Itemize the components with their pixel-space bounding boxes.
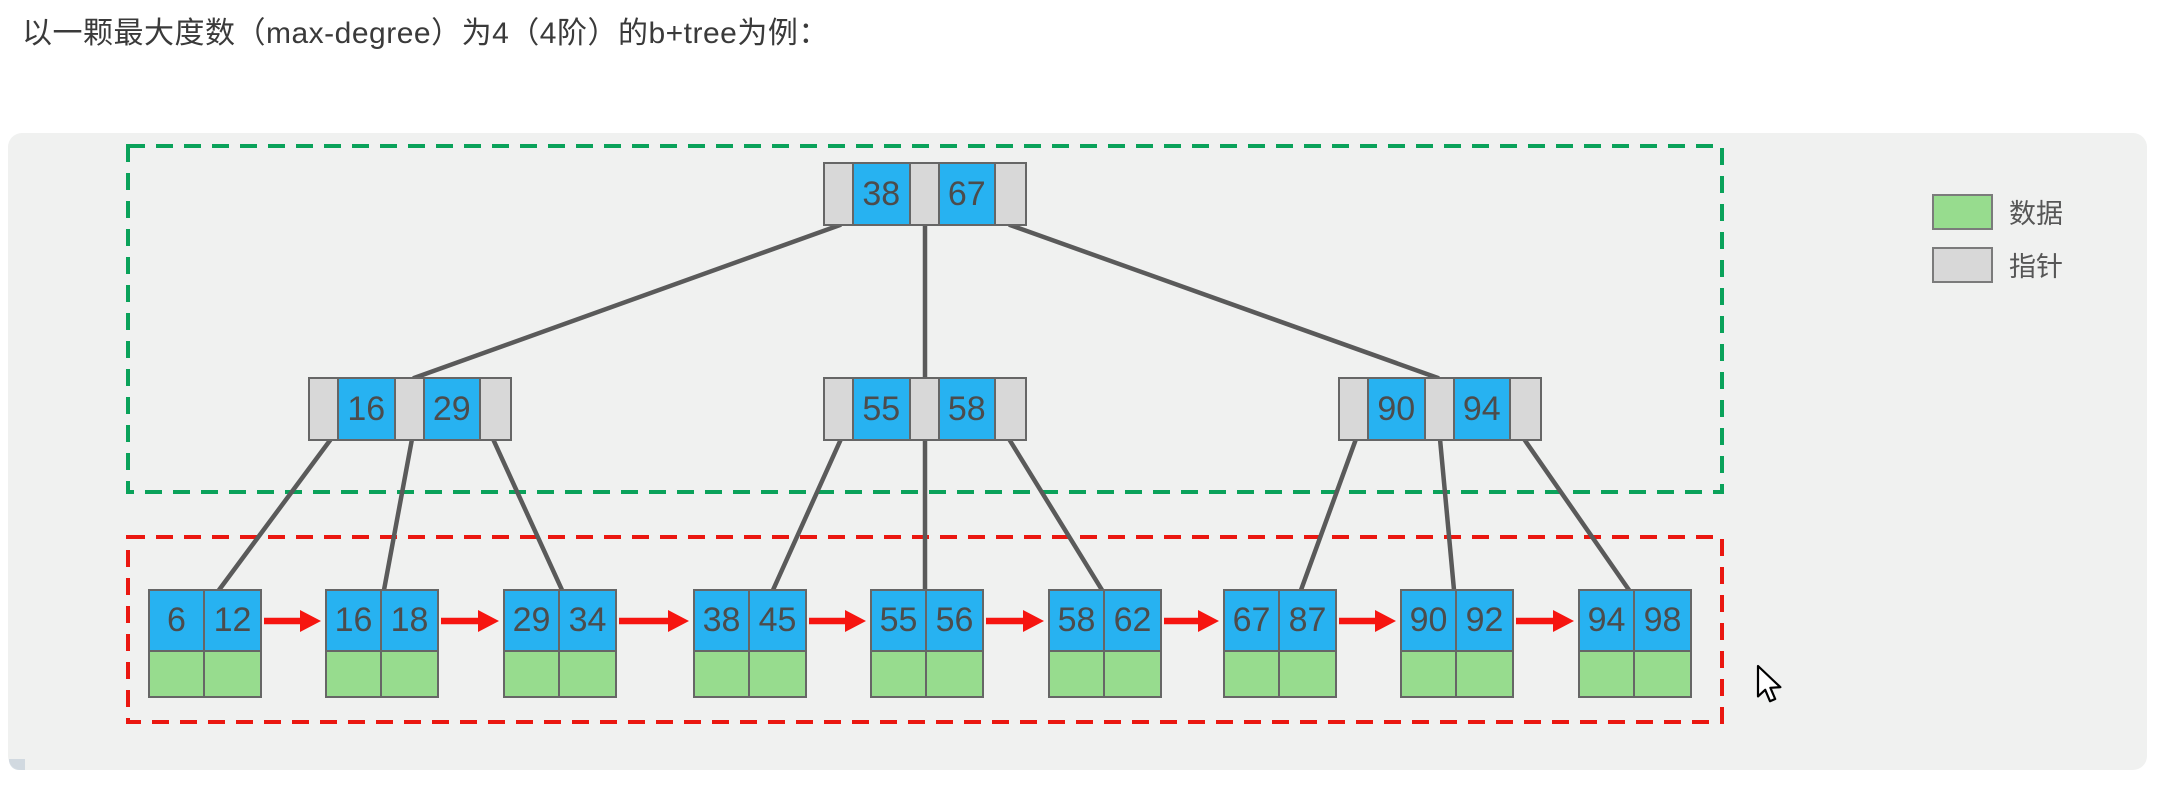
root-node: 38 67 <box>823 162 1027 226</box>
key-cell: 16 <box>327 591 382 652</box>
pointer-cell <box>910 164 940 224</box>
data-cell <box>327 652 382 696</box>
pointer-cell <box>996 164 1025 224</box>
key-cell: 18 <box>382 591 437 652</box>
pointer-cell <box>910 379 940 439</box>
data-cell <box>1635 652 1690 696</box>
legend-label-data: 数据 <box>2009 199 2063 229</box>
key-cell: 55 <box>872 591 927 652</box>
data-cell <box>205 652 260 696</box>
data-color-swatch <box>1932 193 1993 230</box>
legend-item-pointer: 指针 <box>1932 245 2063 284</box>
data-cell <box>1580 652 1635 696</box>
key-cell: 29 <box>424 379 481 439</box>
data-cell <box>150 652 205 696</box>
key-cell: 87 <box>1280 591 1335 652</box>
data-cell <box>560 652 615 696</box>
mouse-cursor-icon <box>1756 664 1782 703</box>
key-cell: 90 <box>1369 379 1426 439</box>
key-cell: 67 <box>1225 591 1280 652</box>
key-cell: 94 <box>1580 591 1635 652</box>
page-title: 以一颗最大度数（max-degree）为4（4阶）的b+tree为例： <box>22 17 829 50</box>
key-cell: 92 <box>1457 591 1512 652</box>
key-cell: 67 <box>939 164 996 224</box>
legend-label-pointer: 指针 <box>2009 252 2063 282</box>
pointer-cell <box>1340 379 1369 439</box>
pointer-cell <box>996 379 1025 439</box>
data-cell <box>1105 652 1160 696</box>
key-cell: 12 <box>205 591 260 652</box>
data-cell <box>1402 652 1457 696</box>
pointer-color-swatch <box>1932 246 1993 283</box>
pointer-cell <box>395 379 425 439</box>
key-cell: 98 <box>1635 591 1690 652</box>
key-cell: 16 <box>339 379 396 439</box>
data-cell <box>695 652 750 696</box>
key-cell: 94 <box>1454 379 1511 439</box>
data-cell <box>505 652 560 696</box>
key-cell: 38 <box>695 591 750 652</box>
data-cell <box>927 652 982 696</box>
pointer-cell <box>1425 379 1455 439</box>
key-cell: 45 <box>750 591 805 652</box>
key-cell: 34 <box>560 591 615 652</box>
key-cell: 38 <box>854 164 911 224</box>
internal-node-55-58: 55 58 <box>823 377 1027 441</box>
pointer-cell <box>310 379 339 439</box>
pointer-cell <box>825 379 854 439</box>
data-cell <box>1280 652 1335 696</box>
legend-item-data: 数据 <box>1932 192 2063 231</box>
key-cell: 58 <box>939 379 996 439</box>
key-cell: 56 <box>927 591 982 652</box>
pointer-cell <box>481 379 510 439</box>
key-cell: 58 <box>1050 591 1105 652</box>
data-cell <box>1225 652 1280 696</box>
pointer-cell <box>825 164 854 224</box>
key-cell: 6 <box>150 591 205 652</box>
key-cell: 55 <box>854 379 911 439</box>
internal-node-90-94: 90 94 <box>1338 377 1542 441</box>
data-cell <box>872 652 927 696</box>
key-cell: 62 <box>1105 591 1160 652</box>
key-cell: 90 <box>1402 591 1457 652</box>
panel-corner-mark <box>9 759 25 770</box>
pointer-cell <box>1511 379 1540 439</box>
data-cell <box>1457 652 1512 696</box>
data-cell <box>750 652 805 696</box>
key-cell: 29 <box>505 591 560 652</box>
data-cell <box>382 652 437 696</box>
data-cell <box>1050 652 1105 696</box>
